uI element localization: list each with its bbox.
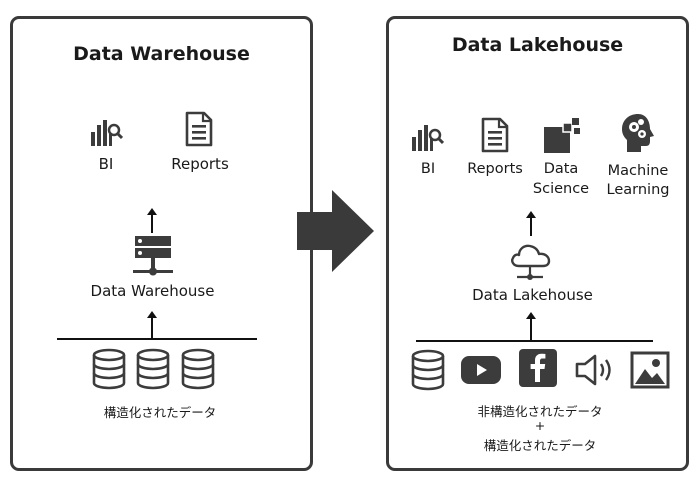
data-lakehouse-panel xyxy=(386,16,689,471)
cloud-network-icon xyxy=(509,242,553,282)
up-arrow-icon xyxy=(524,311,538,341)
machine-learning-label-line2: Learning xyxy=(606,182,670,198)
bi-label: BI xyxy=(420,161,436,177)
data-warehouse-label: Data Warehouse xyxy=(90,282,215,300)
up-arrow-icon xyxy=(145,310,159,340)
document-icon xyxy=(480,116,510,154)
bi-icon xyxy=(410,123,444,153)
bi-icon xyxy=(89,118,123,148)
head-gears-icon xyxy=(619,112,657,154)
document-icon xyxy=(184,110,214,148)
divider-line xyxy=(57,338,257,340)
data-warehouse-title: Data Warehouse xyxy=(73,43,250,65)
speaker-icon xyxy=(574,353,618,387)
up-arrow-icon xyxy=(145,207,159,233)
reports-label: Reports xyxy=(171,155,229,173)
facebook-icon xyxy=(518,348,558,388)
divider-line xyxy=(416,340,653,342)
server-icon xyxy=(131,233,175,279)
data-lakehouse-label: Data Lakehouse xyxy=(472,286,593,304)
structured-data-label: 構造化されたデータ xyxy=(103,405,217,420)
image-icon xyxy=(630,351,670,389)
structured-data-label: 構造化されたデータ xyxy=(483,438,597,453)
database-icon xyxy=(180,348,216,390)
reports-label: Reports xyxy=(467,161,523,177)
data-science-label-line2: Science xyxy=(532,181,590,197)
plus-label: + xyxy=(534,418,546,433)
machine-learning-label-line1: Machine xyxy=(607,163,669,179)
database-icon xyxy=(410,349,446,391)
bi-label: BI xyxy=(98,155,114,173)
squares-icon xyxy=(543,117,583,155)
up-arrow-icon xyxy=(524,210,538,236)
right-arrow-icon xyxy=(296,189,376,273)
database-icon xyxy=(135,348,171,390)
data-science-label-line1: Data xyxy=(543,161,579,177)
database-icon xyxy=(91,348,127,390)
data-lakehouse-title: Data Lakehouse xyxy=(451,34,624,56)
video-play-icon xyxy=(460,355,502,385)
unstructured-data-label: 非構造化されたデータ xyxy=(477,404,603,419)
